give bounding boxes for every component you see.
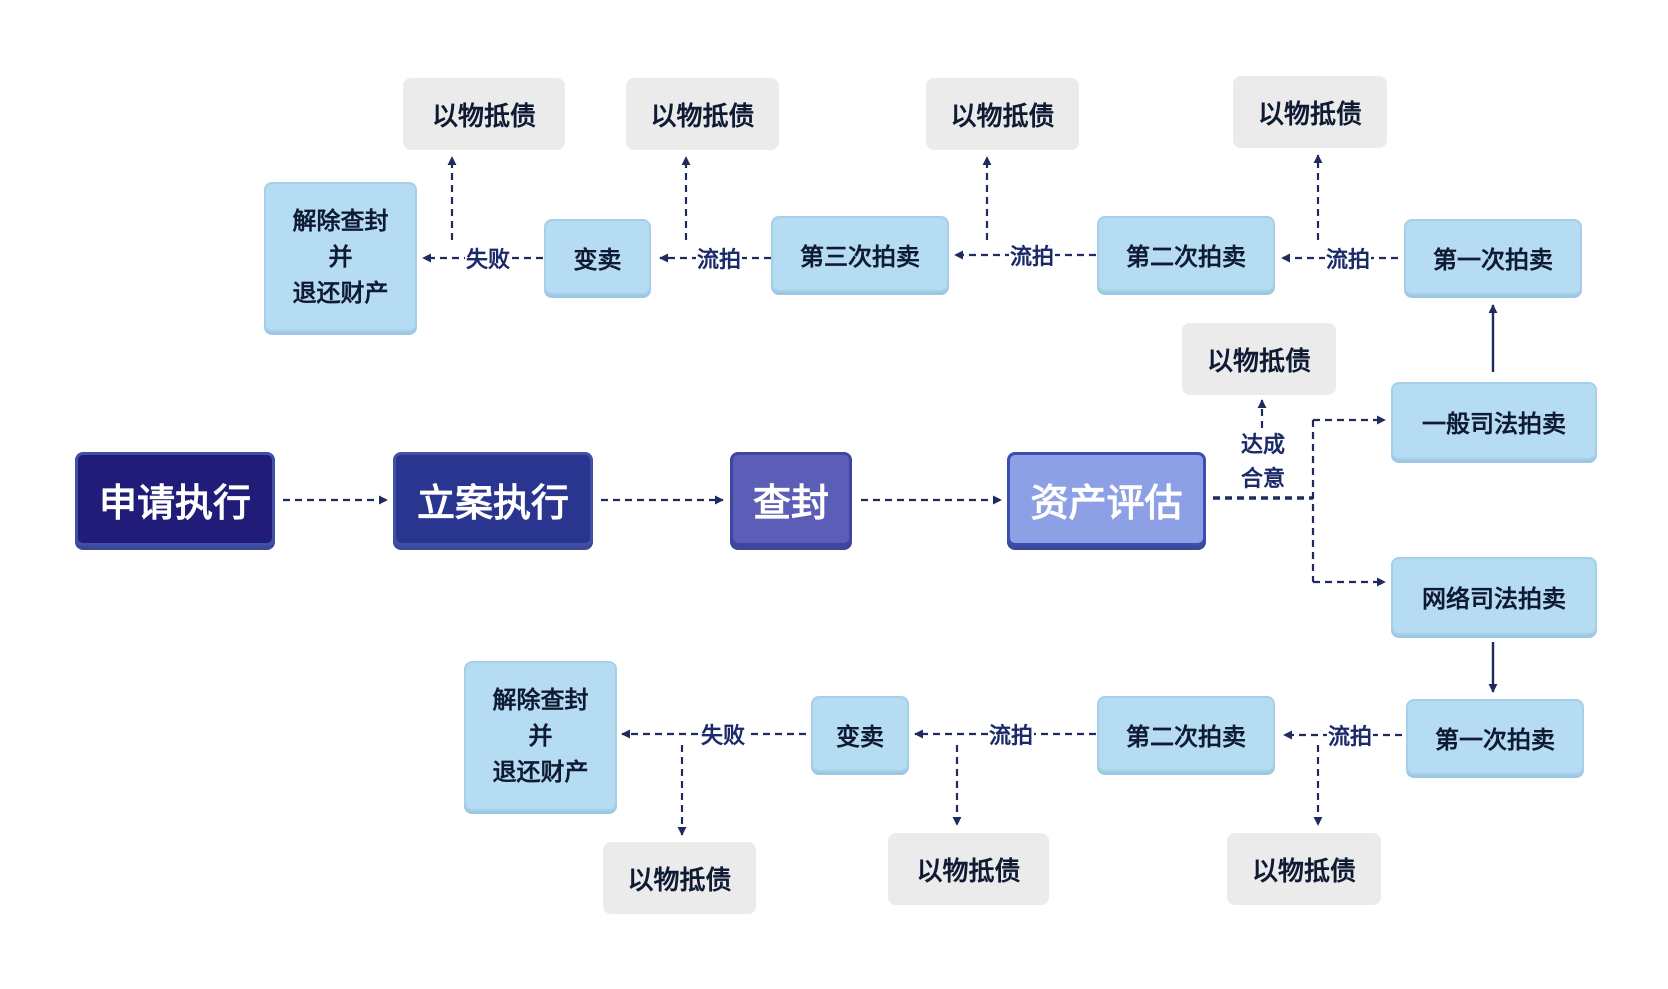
main-assess-box: 资产评估 [1007,452,1206,546]
main-filing-box: 立案执行 [393,452,593,546]
edge-label-unsold-bottom-2: 流拍 [987,718,1035,750]
debt-offset-box-agreement: 以物抵债 [1182,323,1336,395]
general-auction-box: 一般司法拍卖 [1391,382,1597,460]
debt-offset-box-1: 以物抵债 [403,78,565,150]
edge-label-unsold-top-3: 流拍 [695,242,743,274]
bottom-release-box: 解除查封 并 退还财产 [464,661,617,811]
bottom-sale-box: 变卖 [811,696,909,772]
bottom-first-auction-box: 第一次拍卖 [1406,699,1584,775]
edge-label-fail-top: 失败 [464,242,512,274]
edge-label-unsold-bottom-1: 流拍 [1326,719,1374,751]
top-third-auction-box: 第三次拍卖 [771,216,949,292]
edge-label-agreement: 达成 合意 [1239,428,1287,496]
debt-offset-box-4: 以物抵债 [1233,76,1387,148]
edge-label-fail-bottom: 失败 [699,718,747,750]
debt-offset-box-2: 以物抵债 [626,78,779,150]
top-second-auction-box: 第二次拍卖 [1097,216,1275,292]
debt-offset-box-5: 以物抵债 [603,842,756,914]
edge-label-unsold-top-1: 流拍 [1324,242,1372,274]
debt-offset-box-6: 以物抵债 [888,833,1049,905]
top-release-box: 解除查封 并 退还财产 [264,182,417,332]
main-apply-box: 申请执行 [75,452,275,546]
debt-offset-box-7: 以物抵债 [1227,833,1381,905]
debt-offset-box-3: 以物抵债 [926,78,1079,150]
online-auction-box: 网络司法拍卖 [1391,557,1597,635]
bottom-second-auction-box: 第二次拍卖 [1097,696,1275,772]
top-sale-box: 变卖 [544,219,651,295]
main-seal-box: 查封 [730,452,852,546]
edge-label-unsold-top-2: 流拍 [1008,239,1056,271]
top-first-auction-box: 第一次拍卖 [1404,219,1582,295]
